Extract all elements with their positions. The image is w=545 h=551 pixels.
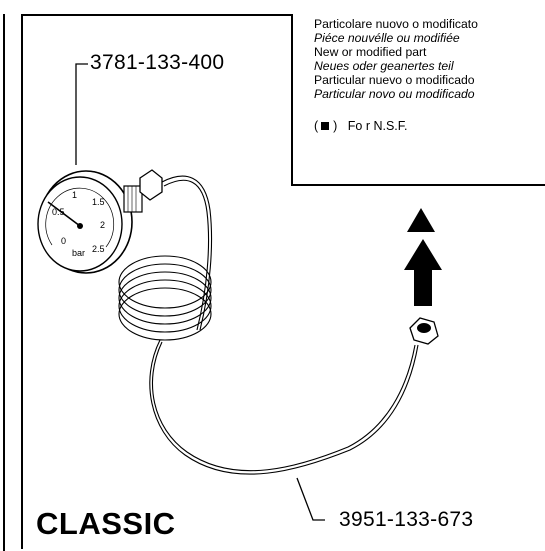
left-margin-rule (3, 14, 5, 551)
nsf-note: () Fo r N.S.F. (314, 119, 545, 133)
legend-line-de: Neues oder geanertes teil (314, 59, 454, 73)
gauge-unit-label: bar (72, 248, 85, 258)
diagram-border (21, 14, 543, 549)
capillary-tube (118, 175, 419, 475)
arrow-up-icon (404, 239, 442, 306)
legend-line-fr: Piéce nouvélle ou modifiée (314, 31, 460, 45)
legend-line-pt: Particular novo ou modificado (314, 87, 475, 101)
gauge-tick-2-5: 2.5 (92, 244, 105, 254)
capillary-leader-line (296, 477, 325, 521)
gauge-tick-1-5: 1.5 (92, 197, 105, 207)
gauge-tick-0: 0 (61, 236, 66, 246)
legend-line-es: Particular nuevo o modificado (314, 73, 475, 87)
gauge-leader-line (75, 63, 88, 165)
gauge-part-number: 3781-133-400 (90, 51, 225, 74)
capillary-part-number: 3951-133-673 (339, 508, 474, 531)
gauge-tick-0-5: 0.5 (52, 207, 65, 217)
legend-box: Particolare nuovo o modificato Piéce nou… (291, 14, 545, 186)
end-fitting-nut (409, 317, 439, 345)
nsf-label: Fo r N.S.F. (347, 119, 408, 133)
nsf-close-paren: ) (333, 119, 338, 133)
nsf-open-paren: ( (314, 119, 319, 133)
legend-line-it: Particolare nuovo o modificato (314, 17, 478, 31)
legend-line-en: New or modified part (314, 45, 427, 59)
pressure-gauge (37, 169, 163, 274)
filled-square-icon (321, 122, 330, 131)
gauge-tick-1: 1 (72, 190, 77, 200)
gauge-tick-2: 2 (100, 220, 105, 230)
model-name: CLASSIC (36, 506, 176, 541)
triangle-up-icon (407, 208, 435, 232)
